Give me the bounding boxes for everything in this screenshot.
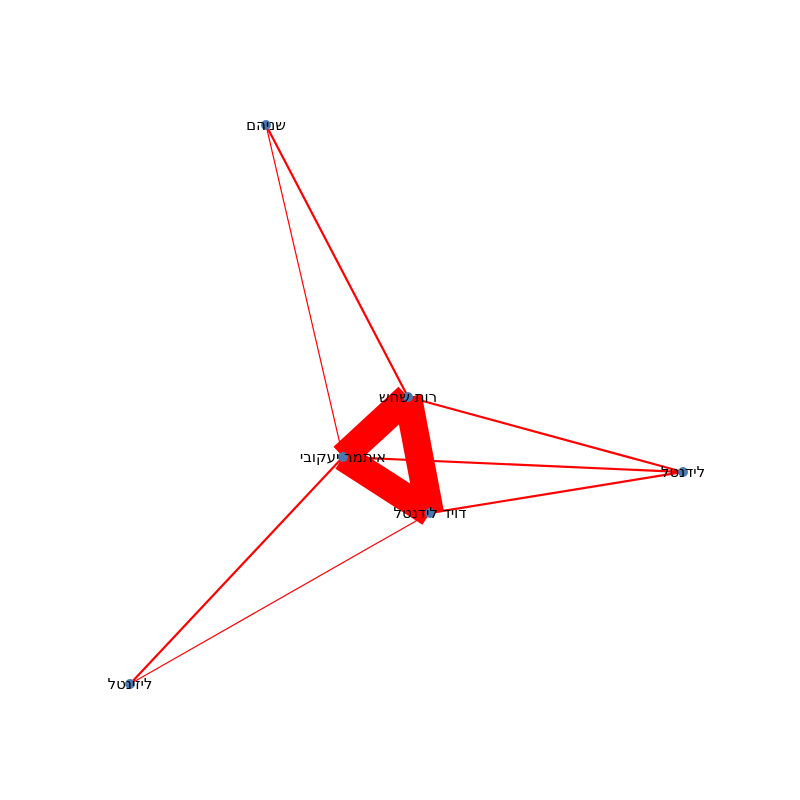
node-n6	[125, 679, 135, 689]
node-n3	[425, 508, 435, 518]
node-n5	[261, 120, 271, 130]
edges-layer	[129, 124, 684, 685]
edge-n5-n2	[265, 124, 344, 458]
nodes-layer	[125, 120, 688, 689]
node-n2	[338, 452, 348, 462]
node-label-n5: שניהם	[246, 116, 286, 134]
edge-n6-n2	[129, 456, 344, 685]
edge-n1-n3	[394, 394, 444, 516]
edge-n1-n4	[407, 395, 684, 474]
edge-n2-n4	[342, 455, 684, 474]
node-label-n1: רות שחש	[379, 388, 437, 406]
node-label-n6: ליזינטל	[108, 675, 153, 693]
edge-n5-n1	[265, 124, 409, 398]
edge-n2-n3	[335, 445, 438, 525]
node-label-n2: איתמר יעקובי	[300, 448, 386, 466]
node-label-n4: לידנטל	[661, 463, 705, 481]
node-n4	[678, 467, 688, 477]
edge-n6-n3	[129, 512, 431, 685]
node-n1	[403, 392, 413, 402]
edge-n3-n4	[429, 470, 684, 515]
labels-layer: רות שחש איתמר יעקובי דויד לידנטל לידנטל שניה…	[108, 116, 706, 693]
node-label-n3: דויד לידנטל	[394, 504, 467, 522]
